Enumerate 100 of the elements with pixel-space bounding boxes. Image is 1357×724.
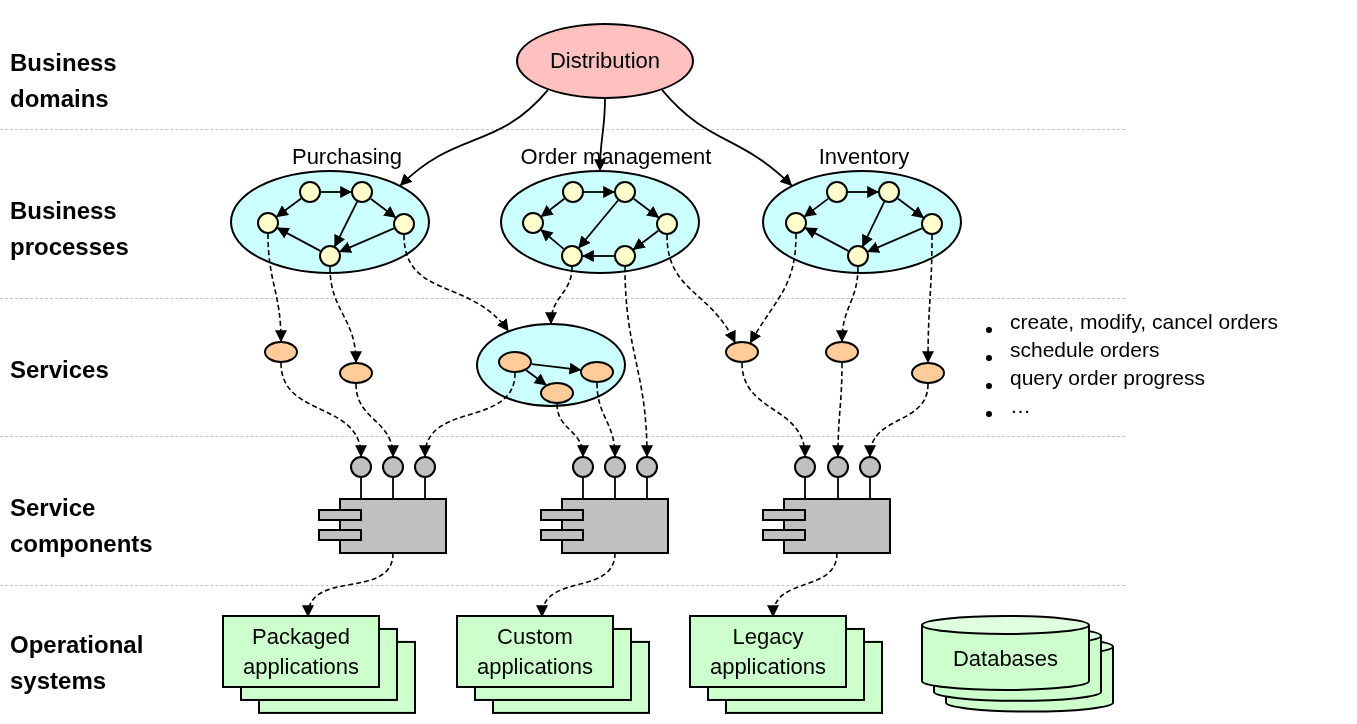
service-ellipse <box>911 362 945 384</box>
arrow <box>847 186 880 198</box>
step-circle <box>257 212 279 234</box>
application-stack <box>222 615 416 713</box>
domain-label: Distribution <box>548 47 661 75</box>
arrow <box>525 369 547 386</box>
system-label: Packaged applications <box>241 622 361 681</box>
interface-circle <box>604 456 626 478</box>
dashed-arrow <box>768 552 838 618</box>
dashed-arrow <box>355 383 399 458</box>
arrow <box>583 186 616 198</box>
dashed-arrow <box>865 383 929 458</box>
dashed-arrow <box>303 552 394 618</box>
connector-line <box>360 477 362 500</box>
dashed-arrow <box>420 372 516 458</box>
step-circle <box>561 245 583 267</box>
step-circle <box>351 181 373 203</box>
step-circle <box>878 181 900 203</box>
service-ellipse <box>725 341 759 363</box>
service-ellipse <box>498 351 532 373</box>
interface-circle <box>794 456 816 478</box>
arrow <box>578 199 619 249</box>
layer-label: Business processes <box>10 196 130 262</box>
interface-circle <box>382 456 404 478</box>
connector-line <box>869 477 871 500</box>
component-symbol <box>540 498 670 555</box>
arrow <box>804 227 850 252</box>
connector-line <box>614 477 616 500</box>
arrow <box>632 229 660 251</box>
arrow <box>339 227 395 253</box>
layer-label: Service components <box>10 493 154 559</box>
process-label: Inventory <box>818 144 910 170</box>
service-ellipse <box>580 361 614 383</box>
dashed-arrow <box>545 266 573 325</box>
process-label: Purchasing <box>291 144 403 170</box>
step-circle <box>921 213 943 235</box>
dashed-arrow <box>403 234 509 332</box>
layer-label: Services <box>10 355 110 385</box>
dashed-arrow <box>267 233 287 343</box>
service-ellipse <box>339 362 373 384</box>
system-label: Databases <box>951 645 1060 673</box>
interface-circle <box>827 456 849 478</box>
system-label: Legacy applications <box>708 622 828 681</box>
dashed-arrow <box>666 234 736 344</box>
arrow <box>320 186 353 198</box>
arrow <box>632 197 660 219</box>
connector-line <box>582 477 584 500</box>
dashed-arrow <box>749 233 797 344</box>
connector-line <box>837 477 839 500</box>
arrow <box>661 89 793 187</box>
layer-label: Business domains <box>10 48 118 114</box>
arrow <box>581 250 615 262</box>
application-stack <box>456 615 650 713</box>
interface-circle <box>859 456 881 478</box>
dashed-arrow <box>280 362 366 458</box>
dashed-arrow <box>556 403 589 458</box>
service-ellipse <box>825 341 859 363</box>
connector-line <box>392 477 394 500</box>
arrow <box>867 227 923 253</box>
dashed-arrow <box>741 362 810 458</box>
dashed-arrow <box>624 266 653 458</box>
bullet-text: query order progress <box>1010 365 1205 391</box>
step-circle <box>319 245 341 267</box>
step-circle <box>826 181 848 203</box>
arrow <box>803 197 830 218</box>
bullet-text: create, modify, cancel orders <box>1010 309 1279 335</box>
dashed-arrow <box>832 362 845 458</box>
arrow <box>275 197 303 218</box>
dashed-arrow <box>922 234 935 364</box>
component-symbol <box>318 498 448 555</box>
dashed-arrow <box>596 382 621 458</box>
bullet-text: schedule orders <box>1010 337 1160 363</box>
service-ellipse <box>540 382 574 404</box>
arrow <box>861 201 886 248</box>
interface-circle <box>572 456 594 478</box>
step-circle <box>614 245 636 267</box>
dashed-arrow <box>836 266 859 343</box>
arrow <box>334 200 358 248</box>
bullet-text: … <box>1010 393 1031 419</box>
arrow <box>896 197 925 219</box>
connector-line <box>804 477 806 500</box>
connector-line <box>424 477 426 500</box>
interface-circle <box>414 456 436 478</box>
system-label: Custom applications <box>475 622 595 681</box>
service-ellipse <box>264 341 298 363</box>
interface-circle <box>636 456 658 478</box>
interface-circle <box>350 456 372 478</box>
arrow <box>540 229 565 250</box>
step-circle <box>614 181 636 203</box>
dashed-arrow <box>329 266 362 364</box>
arrow <box>399 89 549 187</box>
step-circle <box>393 213 415 235</box>
layer-label: Operational systems <box>10 630 145 696</box>
step-circle <box>785 212 807 234</box>
dashed-arrow <box>537 552 616 618</box>
component-symbol <box>762 498 892 555</box>
application-stack <box>689 615 883 713</box>
step-circle <box>656 213 678 235</box>
arrow <box>369 197 397 219</box>
arrow <box>540 197 566 218</box>
